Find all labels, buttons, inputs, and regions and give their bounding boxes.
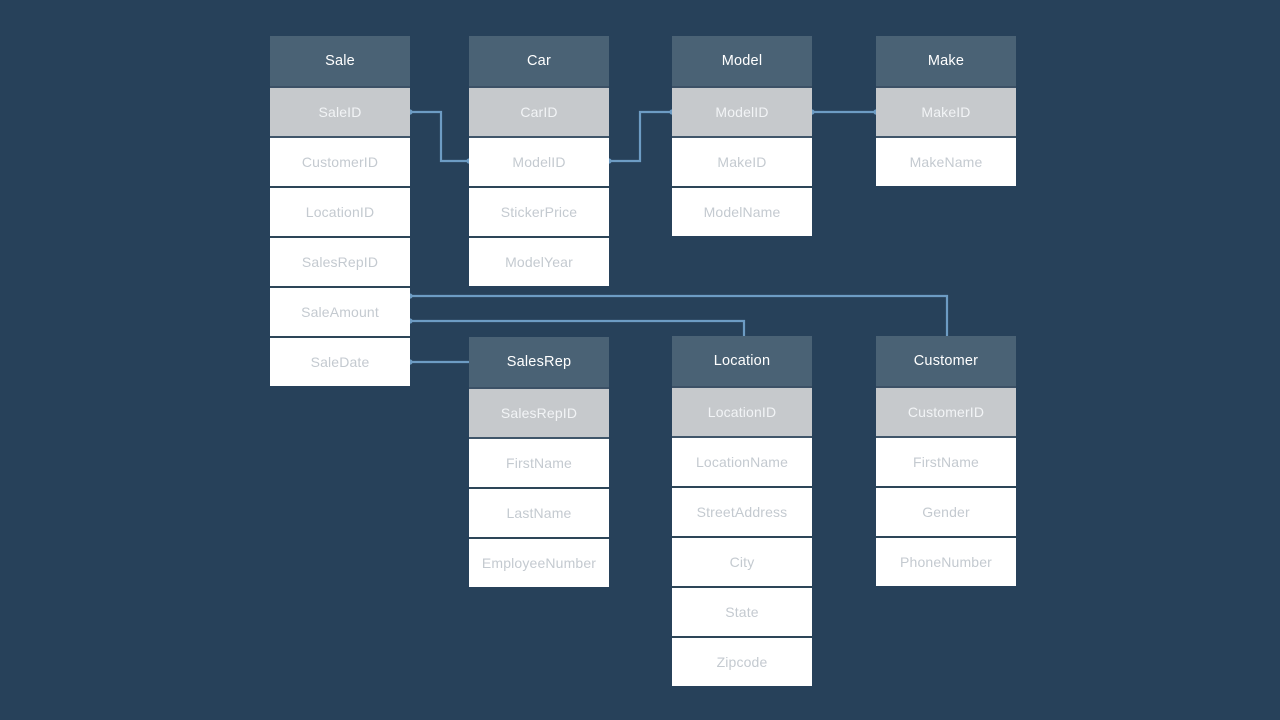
field-location-5[interactable]: Zipcode — [672, 636, 812, 686]
connector-car-sale — [407, 109, 472, 164]
table-title-model: Model — [672, 36, 812, 86]
field-model-2[interactable]: ModelName — [672, 186, 812, 236]
connector-sale-salesrep — [407, 359, 469, 365]
connector-model-make — [809, 109, 879, 115]
field-location-1[interactable]: LocationName — [672, 436, 812, 486]
field-sale-3[interactable]: SalesRepID — [270, 236, 410, 286]
field-customer-1[interactable]: FirstName — [876, 436, 1016, 486]
field-location-2[interactable]: StreetAddress — [672, 486, 812, 536]
field-car-1[interactable]: ModelID — [469, 136, 609, 186]
table-title-salesrep: SalesRep — [469, 337, 609, 387]
field-make-1[interactable]: MakeName — [876, 136, 1016, 186]
field-customer-3[interactable]: PhoneNumber — [876, 536, 1016, 586]
field-sale-1[interactable]: CustomerID — [270, 136, 410, 186]
primary-key-field-location-0[interactable]: LocationID — [672, 386, 812, 436]
field-sale-4[interactable]: SaleAmount — [270, 286, 410, 336]
field-model-1[interactable]: MakeID — [672, 136, 812, 186]
connector-car-model — [606, 109, 675, 164]
field-salesrep-1[interactable]: FirstName — [469, 437, 609, 487]
table-title-sale: Sale — [270, 36, 410, 86]
field-salesrep-3[interactable]: EmployeeNumber — [469, 537, 609, 587]
connector-sale-customer — [407, 293, 949, 337]
table-title-make: Make — [876, 36, 1016, 86]
primary-key-field-model-0[interactable]: ModelID — [672, 86, 812, 136]
primary-key-field-salesrep-0[interactable]: SalesRepID — [469, 387, 609, 437]
field-location-3[interactable]: City — [672, 536, 812, 586]
field-car-2[interactable]: StickerPrice — [469, 186, 609, 236]
connector-sale-location — [407, 318, 746, 337]
field-car-3[interactable]: ModelYear — [469, 236, 609, 286]
primary-key-field-sale-0[interactable]: SaleID — [270, 86, 410, 136]
table-title-car: Car — [469, 36, 609, 86]
field-salesrep-2[interactable]: LastName — [469, 487, 609, 537]
field-customer-2[interactable]: Gender — [876, 486, 1016, 536]
field-location-4[interactable]: State — [672, 586, 812, 636]
primary-key-field-customer-0[interactable]: CustomerID — [876, 386, 1016, 436]
primary-key-field-car-0[interactable]: CarID — [469, 86, 609, 136]
table-title-customer: Customer — [876, 336, 1016, 386]
field-sale-2[interactable]: LocationID — [270, 186, 410, 236]
table-title-location: Location — [672, 336, 812, 386]
field-sale-5[interactable]: SaleDate — [270, 336, 410, 386]
primary-key-field-make-0[interactable]: MakeID — [876, 86, 1016, 136]
